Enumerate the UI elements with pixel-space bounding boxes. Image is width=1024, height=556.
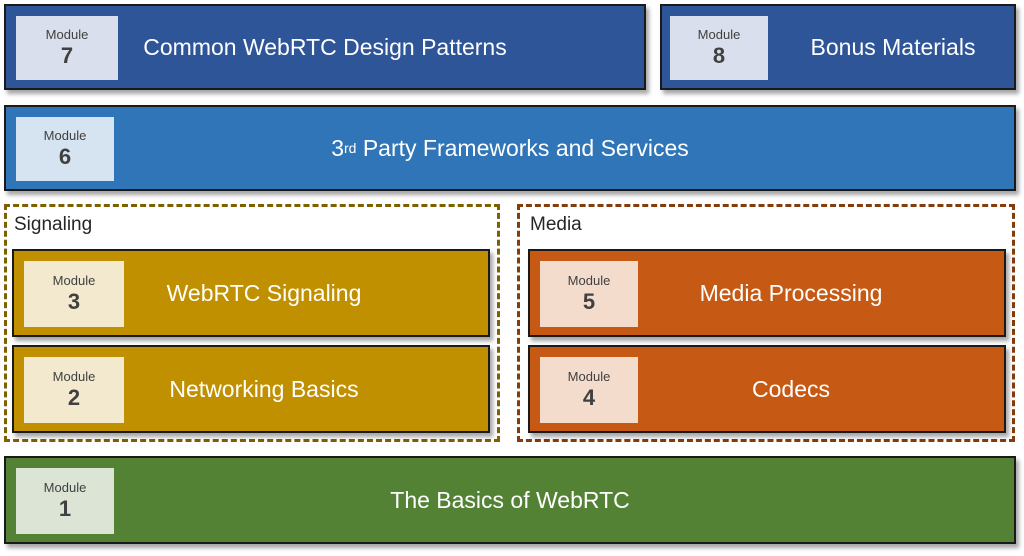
module-2-block: Module 2 Networking Basics — [12, 345, 490, 433]
module-5-title: Media Processing — [699, 279, 883, 306]
module-1-block: Module 1 The Basics of WebRTC — [4, 456, 1016, 544]
module-number: 6 — [58, 144, 72, 169]
module-3-block: Module 3 WebRTC Signaling — [12, 249, 490, 337]
module-number: 5 — [582, 289, 596, 314]
module-number: 3 — [67, 289, 81, 314]
module-7-badge: Module 7 — [16, 16, 118, 80]
module-number: 7 — [60, 43, 74, 68]
module-label: Module — [697, 27, 741, 42]
media-group-label: Media — [530, 214, 582, 235]
module-3-title: WebRTC Signaling — [166, 279, 362, 306]
module-8-title: Bonus Materials — [810, 33, 976, 60]
module-number: 8 — [712, 43, 726, 68]
title-rest: Party Frameworks and Services — [356, 134, 689, 161]
signaling-group-label: Signaling — [14, 214, 93, 235]
module-label: Module — [43, 480, 87, 495]
module-8-badge: Module 8 — [670, 16, 768, 80]
module-label: Module — [567, 273, 611, 288]
module-8-block: Module 8 Bonus Materials — [660, 4, 1016, 90]
signaling-group — [4, 204, 500, 442]
module-number: 4 — [582, 385, 596, 410]
module-7-title: Common WebRTC Design Patterns — [143, 33, 507, 60]
media-group — [517, 204, 1015, 442]
module-label: Module — [567, 369, 611, 384]
module-4-title: Codecs — [752, 375, 830, 402]
module-label: Module — [43, 128, 87, 143]
module-2-title: Networking Basics — [169, 375, 359, 402]
module-5-block: Module 5 Media Processing — [528, 249, 1006, 337]
module-3-badge: Module 3 — [24, 261, 124, 327]
module-number: 2 — [67, 385, 81, 410]
module-1-title: The Basics of WebRTC — [390, 486, 630, 513]
module-6-badge: Module 6 — [16, 117, 114, 181]
module-7-block: Module 7 Common WebRTC Design Patterns — [4, 4, 646, 90]
module-label: Module — [45, 27, 89, 42]
title-prefix: 3 — [331, 134, 344, 161]
module-number: 1 — [58, 496, 72, 521]
module-label: Module — [52, 369, 96, 384]
module-4-badge: Module 4 — [540, 357, 638, 423]
module-5-badge: Module 5 — [540, 261, 638, 327]
module-label: Module — [52, 273, 96, 288]
module-2-badge: Module 2 — [24, 357, 124, 423]
module-4-block: Module 4 Codecs — [528, 345, 1006, 433]
module-1-badge: Module 1 — [16, 468, 114, 534]
